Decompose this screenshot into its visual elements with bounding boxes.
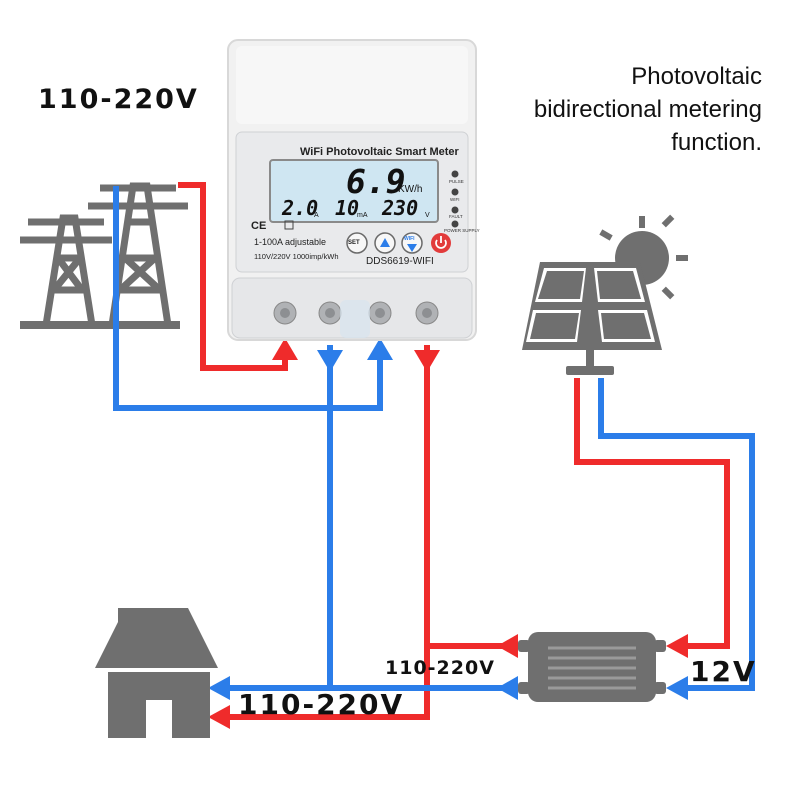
grid-neutral-arrow-icon bbox=[367, 338, 393, 360]
caption-line: function. bbox=[671, 129, 762, 156]
lcd-energy-value: 6.9 bbox=[346, 162, 406, 201]
set-button[interactable] bbox=[346, 232, 368, 254]
house-neutral-arrow-icon bbox=[208, 676, 230, 700]
up-arrow-icon bbox=[380, 238, 390, 247]
solar-dc-live-arrow-icon bbox=[666, 634, 688, 658]
grid-live-arrow-icon bbox=[272, 338, 298, 360]
pulse-led-icon bbox=[451, 170, 459, 178]
load-neutral-wire bbox=[225, 345, 333, 691]
indicator-pulse-label: PULSE bbox=[449, 179, 464, 184]
down-arrow-icon bbox=[407, 244, 417, 252]
meter-title: WiFi Photovoltaic Smart Meter bbox=[300, 146, 459, 158]
wifi-led-icon bbox=[451, 188, 459, 196]
lcd-voltage-unit: V bbox=[425, 212, 430, 219]
caption: Photovoltaic bidirectional metering func… bbox=[534, 60, 762, 159]
solar-dc-neutral-arrow-icon bbox=[666, 676, 688, 700]
certification-box-icon bbox=[284, 220, 294, 230]
load-neutral-arrow-down-icon bbox=[317, 350, 343, 372]
wifi-button[interactable] bbox=[401, 232, 423, 254]
inverter-icon bbox=[518, 632, 666, 702]
lcd-screen bbox=[269, 159, 439, 223]
lcd-current-value: 2.0 bbox=[282, 196, 319, 220]
grid-voltage-label: 110-220V bbox=[38, 84, 199, 115]
fault-led-icon bbox=[451, 206, 459, 214]
lcd-voltage-value: 230 bbox=[382, 196, 419, 220]
meter-spec-rating: 110V/220V 1000imp/kWh bbox=[254, 252, 339, 261]
inverter-ac-live-arrow-icon bbox=[497, 634, 518, 658]
grid-live-wire bbox=[178, 182, 288, 371]
power-led-icon bbox=[451, 220, 459, 228]
solar-dc-live-wire bbox=[574, 378, 730, 649]
inverter-ac-neutral-arrow-icon bbox=[497, 676, 518, 700]
grid-neutral-wire bbox=[113, 186, 383, 411]
inverter-voltage-label: 110-220V bbox=[385, 657, 495, 679]
solar-panel-icon bbox=[522, 262, 662, 375]
indicator-power-label: POWER SUPPLY bbox=[444, 228, 480, 233]
power-icon bbox=[435, 236, 447, 249]
dc-voltage-label: 12V bbox=[690, 655, 757, 688]
power-tower-icon bbox=[20, 182, 188, 329]
load-live-arrow-down-icon bbox=[414, 350, 440, 372]
lcd-energy-unit: KW/h bbox=[398, 184, 423, 195]
lcd-leakage-unit: mA bbox=[357, 212, 368, 219]
indicator-fault-label: FAULT bbox=[449, 214, 463, 219]
load-live-wire bbox=[225, 345, 430, 720]
house-voltage-label: 110-220V bbox=[238, 688, 405, 721]
caption-line: bidirectional metering bbox=[533, 96, 762, 123]
smart-meter bbox=[227, 39, 477, 341]
house-live-arrow-icon bbox=[208, 705, 230, 729]
lcd-leakage-value: 10 bbox=[335, 196, 360, 220]
lcd-current-unit: A bbox=[314, 212, 319, 219]
set-button-label: SET bbox=[348, 240, 360, 246]
solar-dc-neutral-wire bbox=[598, 378, 755, 691]
terminal-screws bbox=[273, 301, 439, 325]
ce-mark: CE bbox=[251, 220, 267, 232]
caption-line: Photovoltaic bbox=[631, 63, 762, 90]
wifi-button-label: WIFI bbox=[404, 236, 415, 242]
meter-model: DDS6619-WIFI bbox=[366, 256, 434, 267]
indicator-wifi-label: WIFI bbox=[450, 197, 460, 202]
meter-spec-range: 1-100A adjustable bbox=[254, 237, 327, 247]
house-icon bbox=[95, 608, 218, 738]
